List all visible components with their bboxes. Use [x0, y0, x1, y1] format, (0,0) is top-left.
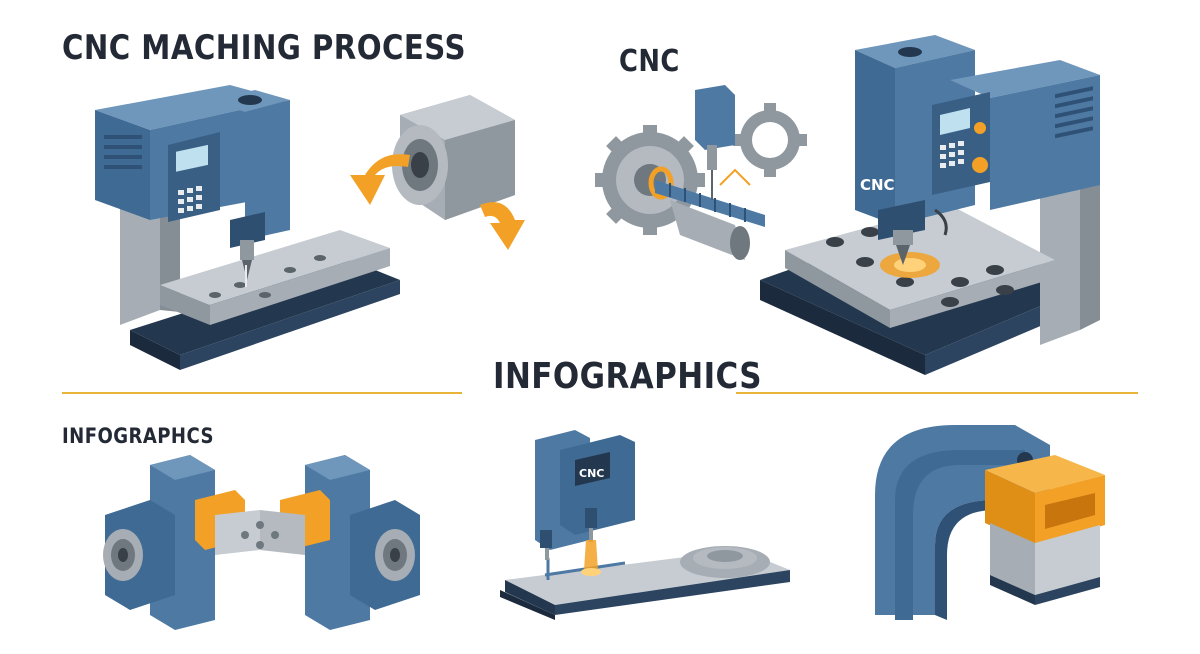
laser-engraver-icon: CNC	[500, 430, 790, 620]
cnc-milling-machine-icon	[95, 85, 400, 370]
gears-and-spindle-icon	[595, 85, 807, 260]
lathe-chuck-icon	[350, 95, 525, 250]
cnc-heading: CNC	[619, 44, 680, 79]
large-cnc-mill-icon: CNC	[760, 35, 1100, 375]
main-title: CNC MACHING PROCESS	[62, 28, 466, 68]
large-mill-badge: CNC	[860, 176, 895, 194]
section-title: INFOGRAPHICS	[493, 356, 762, 397]
bending-press-icon	[875, 425, 1105, 620]
divider-right	[736, 392, 1138, 394]
small-mill-badge: CNC	[579, 467, 604, 480]
section-subtitle: INFOGRAPHCS	[62, 424, 214, 448]
dual-spindle-coupling-icon	[103, 455, 420, 630]
divider-left	[62, 392, 462, 394]
